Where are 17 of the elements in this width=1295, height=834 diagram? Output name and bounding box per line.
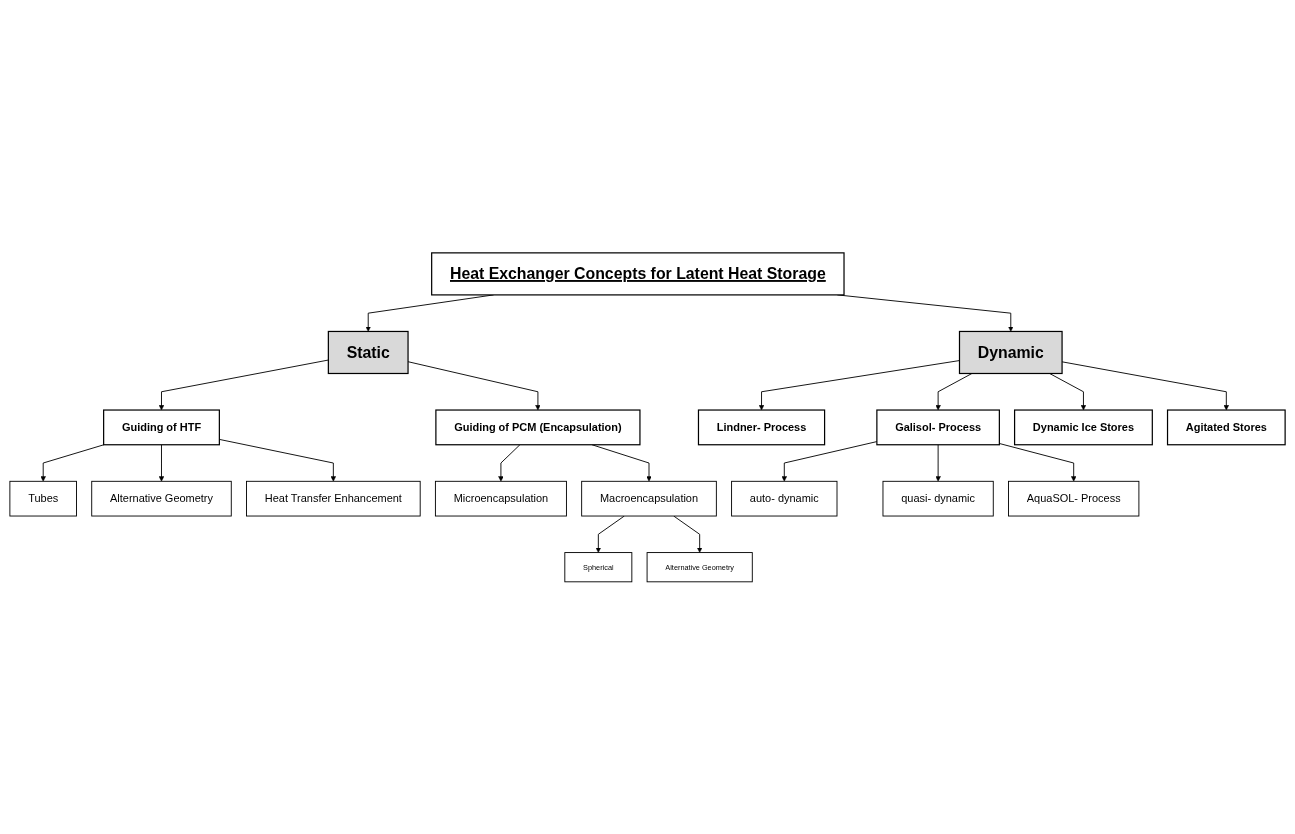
node-box: Microencapsulation bbox=[434, 480, 567, 517]
node-box: Tubes bbox=[9, 480, 77, 517]
node-box: Static bbox=[327, 330, 409, 374]
node-box: Agitated Stores bbox=[1166, 409, 1286, 446]
node-box: Guiding of PCM (Encapsulation) bbox=[435, 409, 641, 446]
node-box: Dynamic Ice Stores bbox=[1014, 409, 1153, 446]
node-box: Heat Exchanger Concepts for Latent Heat Storage bbox=[431, 251, 845, 296]
node-box: Galisol- Process bbox=[876, 409, 1000, 446]
node-box: auto- dynamic bbox=[731, 480, 838, 517]
node-box: Alternative Geometry bbox=[91, 480, 232, 517]
node-box: Heat Transfer Enhancement bbox=[246, 480, 421, 517]
node-box: Macroencapsulation bbox=[581, 480, 717, 517]
node-box: AquaSOL- Process bbox=[1008, 480, 1140, 517]
node-box: Guiding of HTF bbox=[103, 409, 220, 446]
node-box: Dynamic bbox=[958, 330, 1063, 374]
node-box: Lindner- Process bbox=[697, 409, 826, 446]
node-box: quasi- dynamic bbox=[882, 480, 994, 517]
